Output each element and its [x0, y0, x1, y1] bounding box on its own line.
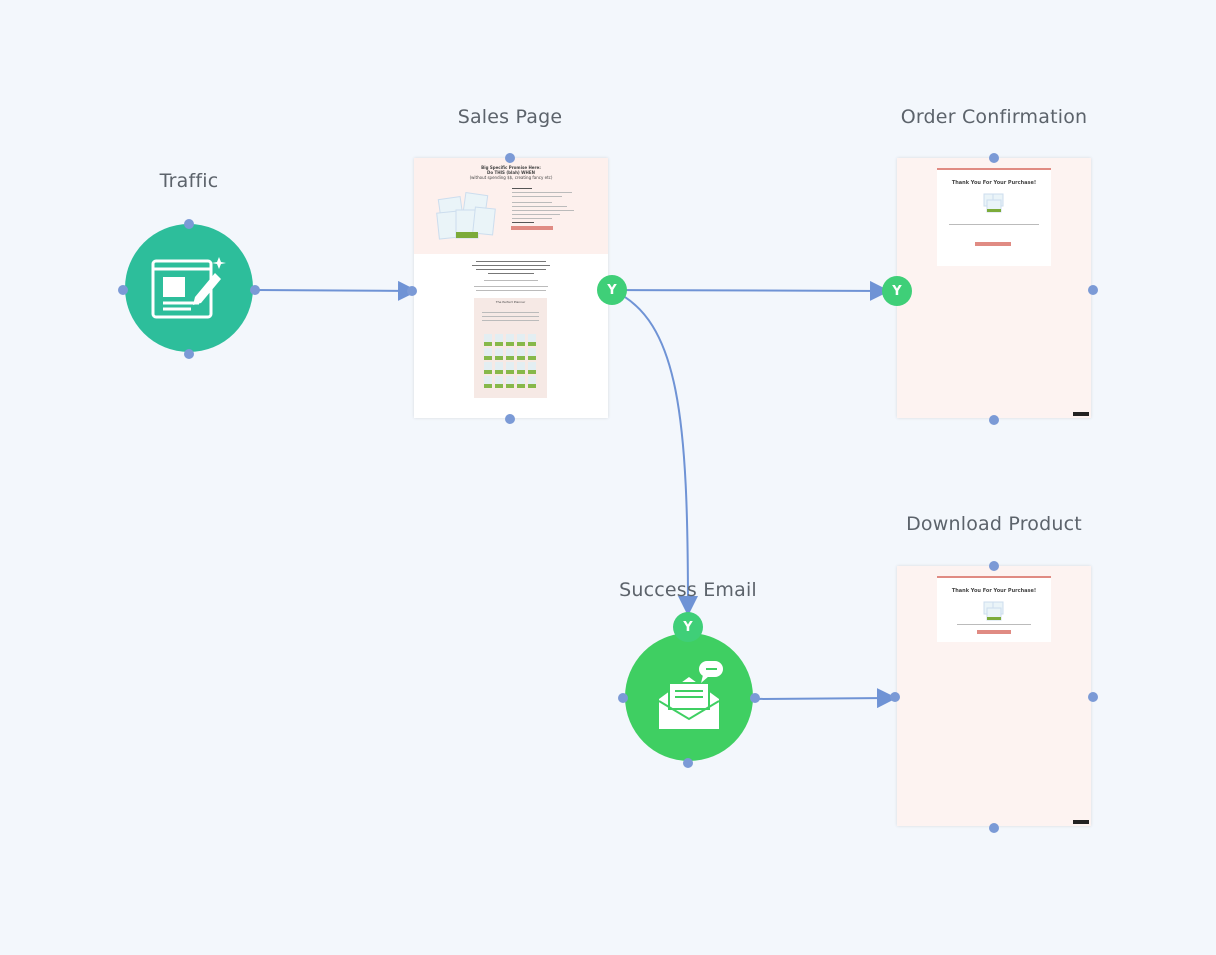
edge-email-to-download[interactable]	[753, 688, 897, 709]
traffic-handle-top[interactable]	[184, 219, 194, 229]
download-button[interactable]	[977, 630, 1011, 634]
sales-planner-section: The Perfect Planner	[474, 298, 547, 398]
badge-icon	[1073, 820, 1089, 824]
order-confirmation-label: Order Confirmation	[900, 106, 1088, 128]
sales-section2-title: The Perfect Planner	[495, 300, 526, 304]
email-message-icon	[658, 661, 723, 729]
edge-sales-to-order[interactable]	[611, 280, 890, 301]
order-confirmation-heading: Thank You For Your Purchase!	[951, 180, 1037, 186]
product-image	[983, 601, 1004, 621]
download-product-thumbnail[interactable]: Thank You For Your Purchase!	[897, 566, 1091, 826]
sales-handle-top[interactable]	[505, 153, 515, 163]
traffic-handle-left[interactable]	[118, 285, 128, 295]
sales-page-thumbnail[interactable]: Big Specific Promise Here: Do THIS (blah…	[414, 158, 608, 418]
download-handle-right[interactable]	[1088, 692, 1098, 702]
download-handle-bottom[interactable]	[989, 823, 999, 833]
order-handle-top[interactable]	[989, 153, 999, 163]
order-handle-bottom[interactable]	[989, 415, 999, 425]
web-edit-icon	[151, 257, 226, 319]
order-confirmation-thumbnail[interactable]: Thank You For Your Purchase!	[897, 158, 1091, 418]
traffic-handle-right[interactable]	[250, 285, 260, 295]
sales-page-label: Sales Page	[457, 106, 563, 128]
download-product-card: Thank You For Your Purchase!	[937, 576, 1051, 642]
sales-handle-left[interactable]	[407, 286, 417, 296]
traffic-label: Traffic	[159, 170, 219, 192]
download-handle-left[interactable]	[890, 692, 900, 702]
email-handle-left[interactable]	[618, 693, 628, 703]
download-product-heading: Thank You For Your Purchase!	[951, 588, 1037, 594]
sales-headline-3: (without spending $$, creating fancy etc…	[469, 175, 553, 180]
order-handle-right[interactable]	[1088, 285, 1098, 295]
success-email-label: Success Email	[619, 579, 757, 601]
download-handle-top[interactable]	[989, 561, 999, 571]
email-handle-right[interactable]	[750, 693, 760, 703]
sales-handle-bottom[interactable]	[505, 414, 515, 424]
product-image	[983, 193, 1004, 213]
edge-traffic-to-sales[interactable]	[254, 280, 418, 301]
sales-yes-badge[interactable]: Y	[597, 275, 627, 305]
order-yes-badge[interactable]: Y	[882, 276, 912, 306]
email-handle-bottom[interactable]	[683, 758, 693, 768]
badge-icon	[1073, 412, 1089, 416]
traffic-handle-bottom[interactable]	[184, 349, 194, 359]
email-yes-badge[interactable]: Y	[673, 612, 703, 642]
sales-cta-button[interactable]	[511, 226, 553, 230]
order-confirmation-card: Thank You For Your Purchase!	[937, 168, 1051, 266]
order-download-button[interactable]	[975, 242, 1011, 246]
planner-grid	[482, 312, 539, 388]
sales-headline-2: Do THIS (blah) WHEN	[487, 170, 535, 175]
sales-headline: Big Specific Promise Here:	[481, 165, 541, 170]
download-product-label: Download Product	[906, 513, 1082, 535]
edge-sales-to-email[interactable]	[611, 289, 698, 616]
success-email-node[interactable]	[625, 633, 753, 761]
traffic-node[interactable]	[125, 224, 253, 352]
planner-images	[436, 192, 496, 240]
